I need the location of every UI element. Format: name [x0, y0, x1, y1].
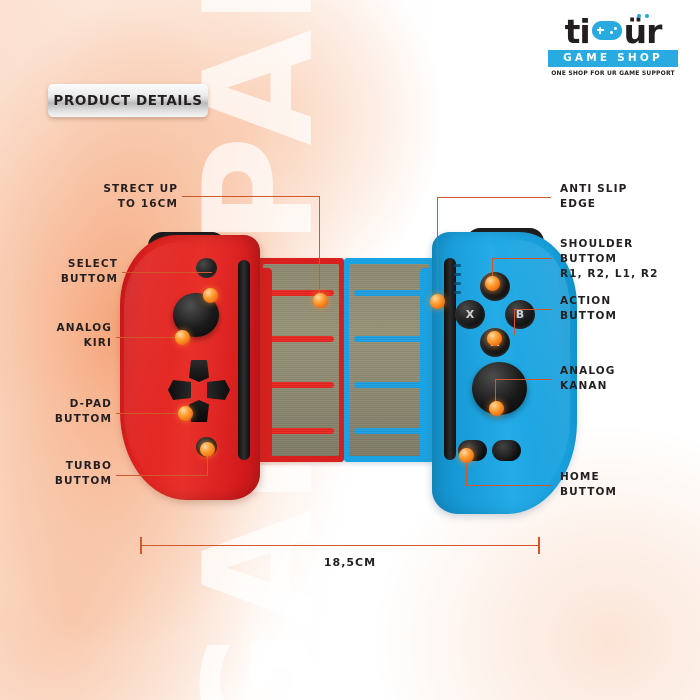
leader-anti-slip-v	[437, 197, 439, 297]
callout-turbo: TURBO BUTTOM	[54, 460, 112, 488]
hotspot-home	[459, 448, 474, 463]
callout-anti-slip: ANTI SLIP EDGE	[560, 183, 628, 211]
callout-strect-up: STRECT UP TO 16CM	[103, 183, 178, 211]
leader-analog-kanan-v	[495, 379, 497, 407]
logo-name-right: ür	[623, 12, 662, 51]
leader-analog-kanan-h	[495, 379, 552, 381]
hotspot-analog-kanan	[489, 401, 504, 416]
led-indicator-group	[454, 264, 461, 300]
hotspot-dpad	[178, 406, 193, 421]
umlaut-icon	[636, 14, 649, 18]
right-grip-rail	[444, 258, 456, 460]
callout-analog-kanan: ANALOG KANAN	[560, 365, 616, 393]
leader-shoulder-v	[492, 258, 494, 279]
product-details-banner: PRODUCT DETAILS	[48, 84, 208, 117]
hotspot-turbo	[200, 442, 215, 457]
leader-turbo-v	[207, 453, 209, 476]
leader-turbo-h	[116, 475, 208, 477]
leader-analog-kiri-h	[116, 337, 182, 339]
callout-home: HOME BUTTOM	[560, 471, 618, 499]
left-grip-body	[120, 235, 260, 500]
hotspot-analog-kiri	[175, 330, 190, 345]
hotspot-strect-up	[313, 293, 328, 308]
dimension-line	[140, 545, 540, 547]
hotspot-anti-slip	[430, 294, 445, 309]
clamp-pad-left	[258, 258, 344, 462]
logo-wordmark: ti ür	[548, 12, 678, 51]
dimension-label: 18,5CM	[323, 556, 377, 569]
leader-home-h	[466, 485, 552, 487]
callout-action: ACTION BUTTOM	[560, 295, 618, 323]
leader-home-v	[466, 458, 468, 486]
left-grip-rail	[238, 260, 250, 460]
hotspot-shoulder	[485, 276, 500, 291]
hotspot-action	[487, 331, 502, 346]
leader-action-v	[514, 309, 516, 335]
action-button-x[interactable]: X	[455, 300, 485, 329]
logo-subtitle: GAME SHOP	[548, 50, 678, 67]
clamp-pad-left-face	[263, 264, 339, 456]
select-button[interactable]	[196, 258, 217, 278]
leader-strect-up-v	[319, 196, 321, 293]
dimension-cap-right	[538, 537, 540, 554]
logo-tagline: ONE SHOP FOR UR GAME SUPPORT	[551, 69, 675, 77]
leader-strect-up-h	[182, 196, 320, 198]
brand-logo: ti ür GAME SHOP ONE SHOP FOR UR GAME SUP…	[548, 12, 678, 77]
clamp-pad-right-face	[349, 264, 429, 456]
logo-name-left: ti	[564, 12, 591, 51]
leader-anti-slip-h	[437, 197, 551, 199]
leader-select-h	[122, 272, 212, 274]
dimension-cap-left	[140, 537, 142, 554]
hotspot-select	[203, 288, 218, 303]
page-title: PRODUCT DETAILS	[53, 92, 203, 109]
leader-action-h	[514, 309, 552, 311]
action-glyph-x: X	[465, 308, 475, 321]
start-button[interactable]	[492, 440, 521, 461]
callout-select: SELECT BUTTOM	[60, 258, 118, 286]
gamepad-icon	[591, 21, 622, 41]
action-button-b[interactable]: B	[505, 300, 535, 329]
callout-dpad: D-PAD BUTTOM	[54, 398, 112, 426]
callout-analog-kiri: ANALOG KIRI	[56, 322, 112, 350]
callout-shoulder: SHOULDER BUTTOM R1, R2, L1, R2	[560, 238, 659, 281]
leader-shoulder-h	[492, 258, 552, 260]
dpad-button[interactable]	[168, 360, 230, 422]
clamp-pad-right	[344, 258, 434, 462]
action-glyph-b: B	[515, 308, 525, 321]
leader-dpad-h	[116, 413, 182, 415]
